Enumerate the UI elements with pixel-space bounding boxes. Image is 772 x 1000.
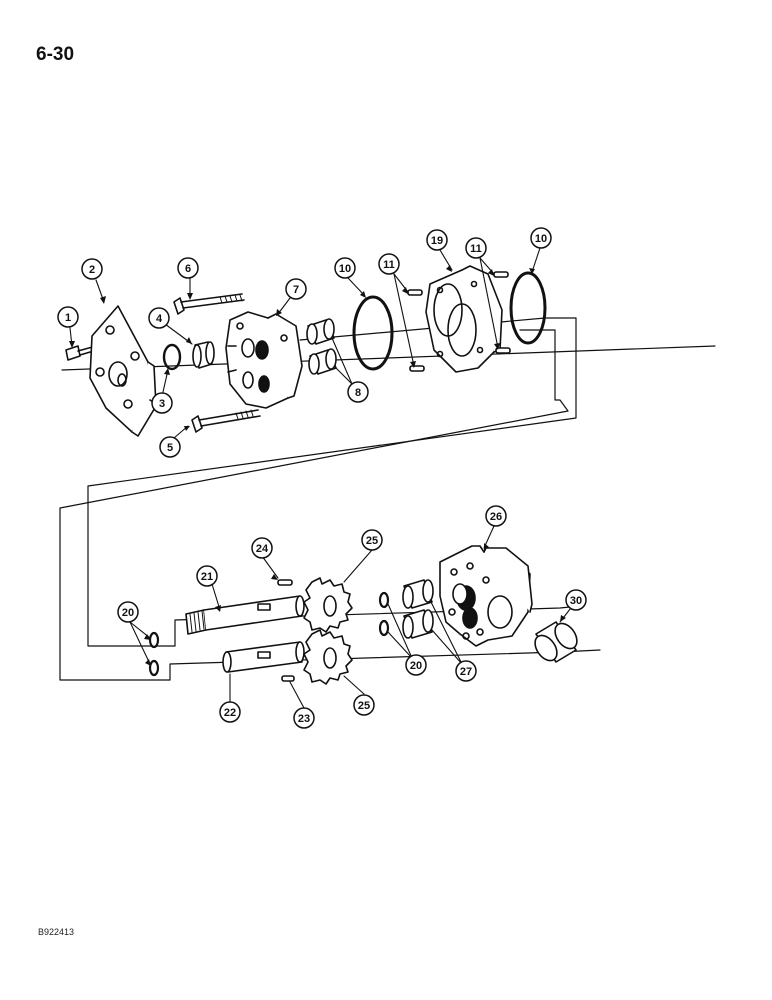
callout-8: 8 bbox=[347, 381, 369, 403]
svg-text:4: 4 bbox=[156, 313, 163, 325]
svg-text:10: 10 bbox=[339, 263, 351, 275]
callout-24: 24 bbox=[251, 537, 273, 559]
part-30-sleeve bbox=[534, 621, 578, 663]
leader-arrows bbox=[69, 265, 566, 666]
svg-text:22: 22 bbox=[224, 707, 236, 719]
part-21-drive-shaft bbox=[185, 595, 305, 635]
part-22-driven-shaft bbox=[222, 641, 305, 673]
part-8-bushings bbox=[306, 318, 337, 375]
callout-19: 19 bbox=[426, 229, 448, 251]
svg-text:10: 10 bbox=[535, 233, 547, 245]
callout-10-left: 10 bbox=[334, 257, 356, 279]
callout-10-right: 10 bbox=[530, 227, 552, 249]
svg-text:25: 25 bbox=[366, 535, 378, 547]
callout-27: 27 bbox=[455, 660, 477, 682]
callout-4: 4 bbox=[148, 307, 170, 329]
callout-1: 1 bbox=[57, 306, 79, 328]
part-26-pump-body bbox=[439, 545, 533, 647]
callout-5: 5 bbox=[159, 436, 181, 458]
part-6-bolt bbox=[173, 293, 245, 315]
svg-text:5: 5 bbox=[167, 442, 173, 454]
svg-text:24: 24 bbox=[256, 543, 269, 555]
callout-20-right: 20 bbox=[405, 654, 427, 676]
part-27-bushings bbox=[402, 579, 434, 639]
part-5-bolt bbox=[191, 409, 261, 433]
callout-7: 7 bbox=[285, 278, 307, 300]
page-number: 6-30 bbox=[36, 44, 75, 65]
svg-text:20: 20 bbox=[410, 660, 422, 672]
svg-text:25: 25 bbox=[358, 700, 370, 712]
part-20-washers-left bbox=[148, 631, 160, 677]
svg-text:7: 7 bbox=[293, 284, 299, 296]
part-7-end-cover bbox=[225, 311, 303, 409]
callout-3: 3 bbox=[151, 392, 173, 414]
svg-text:26: 26 bbox=[490, 511, 502, 523]
part-10-o-ring-right bbox=[509, 271, 547, 345]
svg-text:11: 11 bbox=[470, 243, 482, 255]
callout-21: 21 bbox=[196, 565, 218, 587]
svg-text:2: 2 bbox=[89, 264, 95, 276]
callout-22: 22 bbox=[219, 701, 241, 723]
part-20-washers-right bbox=[378, 591, 390, 637]
callout-11-right: 11 bbox=[465, 237, 487, 259]
part-19-gear-housing bbox=[425, 265, 503, 373]
callout-25-upper: 25 bbox=[361, 529, 383, 551]
callout-11-left: 11 bbox=[378, 253, 400, 275]
svg-text:1: 1 bbox=[65, 312, 71, 324]
svg-text:27: 27 bbox=[460, 666, 472, 678]
part-10-o-ring-left bbox=[352, 295, 394, 371]
svg-text:30: 30 bbox=[570, 595, 582, 607]
callout-23: 23 bbox=[293, 707, 315, 729]
svg-text:11: 11 bbox=[383, 259, 395, 271]
figure-reference-code: B922413 bbox=[38, 927, 75, 937]
svg-text:8: 8 bbox=[355, 387, 361, 399]
callout-2: 2 bbox=[81, 258, 103, 280]
svg-text:23: 23 bbox=[298, 713, 310, 725]
svg-text:6: 6 bbox=[185, 263, 191, 275]
part-23-key bbox=[281, 675, 295, 682]
svg-text:21: 21 bbox=[201, 571, 213, 583]
part-3-o-ring bbox=[162, 343, 182, 371]
part-2-flange-plate bbox=[89, 305, 157, 437]
part-24-key bbox=[277, 579, 293, 586]
callout-26: 26 bbox=[485, 505, 507, 527]
part-25-gear-upper bbox=[303, 577, 353, 633]
upper-center-lines bbox=[61, 317, 716, 371]
svg-text:3: 3 bbox=[159, 398, 165, 410]
callout-25-lower: 25 bbox=[353, 694, 375, 716]
part-25-gear-lower bbox=[303, 629, 353, 685]
part-4-bushing bbox=[192, 341, 215, 369]
svg-text:20: 20 bbox=[122, 607, 134, 619]
svg-text:19: 19 bbox=[431, 235, 443, 247]
callout-6: 6 bbox=[177, 257, 199, 279]
callout-20-left: 20 bbox=[117, 601, 139, 623]
callout-30: 30 bbox=[565, 589, 587, 611]
